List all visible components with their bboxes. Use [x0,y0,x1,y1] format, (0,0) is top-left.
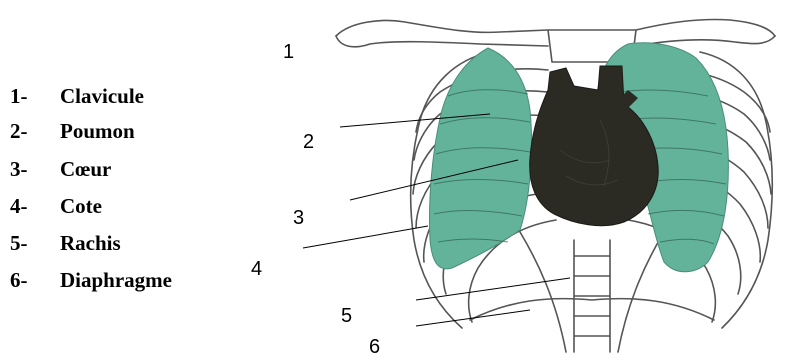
callout-5: 5 [341,306,352,326]
callout-6: 6 [369,337,380,357]
left-lung [430,48,532,269]
leader-line-5 [416,278,570,300]
callout-3: 3 [293,208,304,228]
leader-line-4 [303,226,428,248]
leader-line-6 [416,310,530,326]
right-clavicle [636,19,775,36]
callout-4: 4 [251,259,262,279]
callout-1: 1 [283,42,294,62]
left-clavicle [336,21,548,36]
callout-2: 2 [303,132,314,152]
